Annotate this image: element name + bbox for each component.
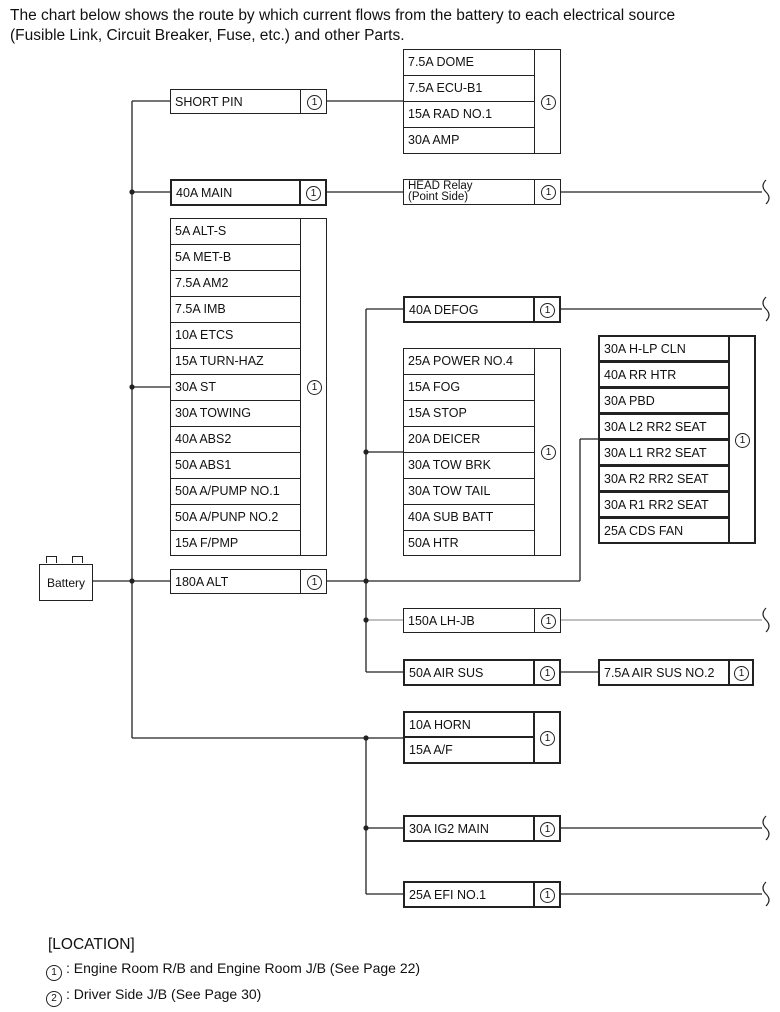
fuse-7-5a-ecu-b1: 7.5A ECU-B1 bbox=[403, 75, 535, 102]
location-cell: 1 bbox=[534, 179, 561, 205]
location-cell: 1 bbox=[533, 659, 561, 686]
fuse-7-5a-air-sus-no2: 7.5A AIR SUS NO.2 bbox=[598, 659, 730, 686]
fuse-30a-amp: 30A AMP bbox=[403, 127, 535, 154]
location-1-icon: 1 bbox=[540, 888, 555, 903]
fuse-30a-ig2-main: 30A IG2 MAIN bbox=[403, 815, 535, 842]
continuation-mark bbox=[762, 296, 770, 322]
intro-line-2: (Fusible Link, Circuit Breaker, Fuse, et… bbox=[10, 27, 405, 44]
intro-text: The chart below shows the route by which… bbox=[10, 6, 770, 46]
location-1-icon: 1 bbox=[541, 185, 556, 200]
location-1-icon: 1 bbox=[307, 95, 322, 110]
location-1-icon: 1 bbox=[541, 445, 556, 460]
fuse-15a-fog: 15A FOG bbox=[403, 374, 535, 401]
fuse-30a-tow-tail: 30A TOW TAIL bbox=[403, 478, 535, 505]
location-cell: 1 bbox=[299, 179, 327, 206]
location-1-icon: 1 bbox=[46, 965, 62, 981]
fuse-30a-tow-brk: 30A TOW BRK bbox=[403, 452, 535, 479]
fuse-40a-defog: 40A DEFOG bbox=[403, 296, 535, 323]
location-legend-text: : Engine Room R/B and Engine Room J/B (S… bbox=[66, 960, 421, 976]
continuation-mark bbox=[762, 815, 770, 841]
location-cell: 1 bbox=[533, 711, 561, 764]
fuse-7-5a-imb: 7.5A IMB bbox=[170, 296, 301, 323]
continuation-mark bbox=[762, 179, 770, 205]
location-1-icon: 1 bbox=[307, 380, 322, 395]
location-cell: 1 bbox=[534, 608, 561, 633]
fuse-40a-abs2: 40A ABS2 bbox=[170, 426, 301, 453]
fuse-50a-a-pump-no1: 50A A/PUMP NO.1 bbox=[170, 478, 301, 505]
fuse-10a-horn: 10A HORN bbox=[403, 711, 535, 738]
location-cell: 1 bbox=[533, 881, 561, 908]
fuse-50a-abs1: 50A ABS1 bbox=[170, 452, 301, 479]
location-cell: 1 bbox=[534, 49, 561, 154]
fuse-30a-l1-rr2-seat: 30A L1 RR2 SEAT bbox=[598, 439, 730, 466]
location-1-icon: 1 bbox=[735, 433, 750, 448]
fuse-20a-deicer: 20A DEICER bbox=[403, 426, 535, 453]
fuse-40a-rr-htr: 40A RR HTR bbox=[598, 361, 730, 388]
fuse-30a-l2-rr2-seat: 30A L2 RR2 SEAT bbox=[598, 413, 730, 440]
fuse-15a-a-f: 15A A/F bbox=[403, 736, 535, 764]
location-legend-row-2: 2: Driver Side J/B (See Page 30) bbox=[46, 986, 261, 1007]
location-1-icon: 1 bbox=[306, 186, 321, 201]
fuse-5a-alt-s: 5A ALT-S bbox=[170, 218, 301, 245]
location-1-icon: 1 bbox=[307, 575, 322, 590]
fuse-40a-sub-batt: 40A SUB BATT bbox=[403, 504, 535, 531]
location-legend-text: : Driver Side J/B (See Page 30) bbox=[66, 986, 262, 1002]
head-relay-line-2: (Point Side) bbox=[408, 191, 469, 203]
location-1-icon: 1 bbox=[540, 303, 555, 318]
continuation-mark bbox=[762, 607, 770, 633]
location-1-icon: 1 bbox=[540, 822, 555, 837]
battery-terminal-negative bbox=[46, 556, 57, 563]
fuse-30a-pbd: 30A PBD bbox=[598, 387, 730, 414]
location-2-icon: 2 bbox=[46, 991, 62, 1007]
fuse-25a-power-no4: 25A POWER NO.4 bbox=[403, 348, 535, 375]
fuse-30a-h-lp-cln: 30A H-LP CLN bbox=[598, 335, 730, 362]
fuse-7-5a-dome: 7.5A DOME bbox=[403, 49, 535, 76]
fuse-10a-etcs: 10A ETCS bbox=[170, 322, 301, 349]
fuse-15a-rad-no1: 15A RAD NO.1 bbox=[403, 101, 535, 128]
location-1-icon: 1 bbox=[541, 614, 556, 629]
fuse-short-pin: SHORT PIN bbox=[170, 89, 301, 114]
fuse-150a-lh-jb: 150A LH-JB bbox=[403, 608, 535, 633]
location-1-icon: 1 bbox=[541, 95, 556, 110]
fuse-15a-stop: 15A STOP bbox=[403, 400, 535, 427]
fuse-50a-a-punp-no2: 50A A/PUNP NO.2 bbox=[170, 504, 301, 531]
fuse-30a-st: 30A ST bbox=[170, 374, 301, 401]
fuse-5a-met-b: 5A MET-B bbox=[170, 244, 301, 271]
location-1-icon: 1 bbox=[734, 666, 749, 681]
head-relay-line-1: HEAD Relay bbox=[408, 180, 473, 192]
fuse-25a-efi-no1: 25A EFI NO.1 bbox=[403, 881, 535, 908]
location-1-icon: 1 bbox=[540, 731, 555, 746]
intro-line-1: The chart below shows the route by which… bbox=[10, 7, 676, 24]
location-cell: 1 bbox=[300, 89, 327, 114]
fuse-25a-cds-fan: 25A CDS FAN bbox=[598, 517, 730, 544]
location-cell: 1 bbox=[533, 296, 561, 323]
fuse-7-5a-am2: 7.5A AM2 bbox=[170, 270, 301, 297]
battery-box: Battery bbox=[39, 564, 93, 601]
location-cell: 1 bbox=[300, 218, 327, 556]
location-cell: 1 bbox=[533, 815, 561, 842]
location-cell: 1 bbox=[300, 569, 327, 594]
fuse-50a-air-sus: 50A AIR SUS bbox=[403, 659, 535, 686]
fuse-30a-r1-rr2-seat: 30A R1 RR2 SEAT bbox=[598, 491, 730, 518]
fuse-40a-main: 40A MAIN bbox=[170, 179, 301, 206]
fuse-180a-alt: 180A ALT bbox=[170, 569, 301, 594]
fuse-15a-turn-haz: 15A TURN-HAZ bbox=[170, 348, 301, 375]
location-legend-title: [LOCATION] bbox=[48, 936, 135, 953]
fuse-15a-f-pmp: 15A F/PMP bbox=[170, 530, 301, 556]
location-cell: 1 bbox=[534, 348, 561, 556]
location-cell: 1 bbox=[728, 659, 754, 686]
fuse-30a-towing: 30A TOWING bbox=[170, 400, 301, 427]
location-cell: 1 bbox=[728, 335, 756, 544]
location-legend-row-1: 1: Engine Room R/B and Engine Room J/B (… bbox=[46, 960, 420, 981]
battery-terminal-positive bbox=[72, 556, 83, 563]
fuse-50a-htr: 50A HTR bbox=[403, 530, 535, 556]
fuse-30a-r2-rr2-seat: 30A R2 RR2 SEAT bbox=[598, 465, 730, 492]
head-relay-cell: HEAD Relay (Point Side) bbox=[403, 179, 535, 205]
continuation-mark bbox=[762, 881, 770, 907]
location-1-icon: 1 bbox=[540, 666, 555, 681]
